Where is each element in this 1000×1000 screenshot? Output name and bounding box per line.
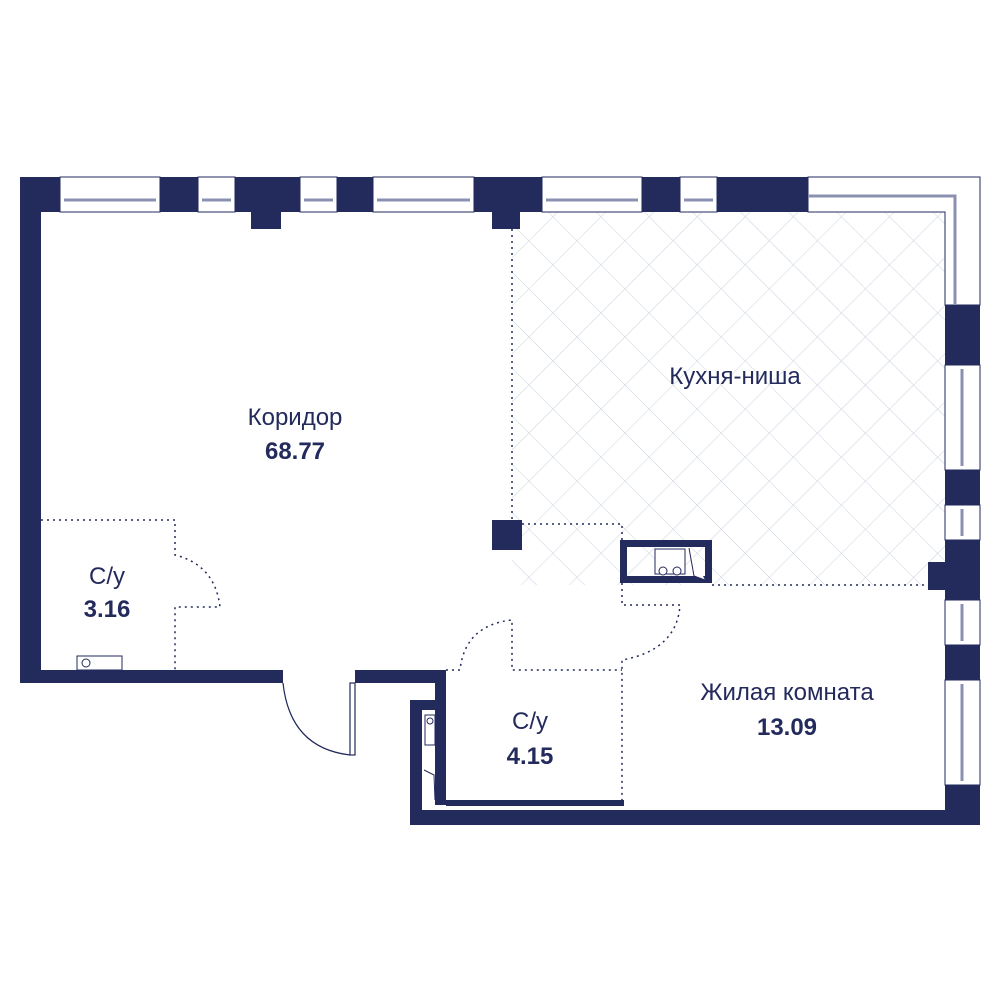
fixtures	[76, 547, 706, 801]
room-name-bathroom-2: С/у	[512, 708, 548, 735]
room-name-bathroom-1: С/у	[89, 563, 125, 590]
room-area-bathroom-2: 4.15	[506, 743, 554, 770]
room-name-living-room: Жилая комната	[700, 679, 874, 706]
room-area-bathroom-1: 3.16	[83, 596, 131, 623]
room-area-living-room: 13.09	[756, 714, 818, 741]
room-name-kitchen: Кухня-ниша	[669, 363, 801, 390]
room-area-corridor: 68.77	[264, 438, 326, 465]
room-name-corridor: Коридор	[247, 404, 343, 431]
walls	[20, 177, 980, 825]
entrance-door	[282, 682, 356, 756]
kitchen-floor-hatch	[512, 212, 945, 585]
